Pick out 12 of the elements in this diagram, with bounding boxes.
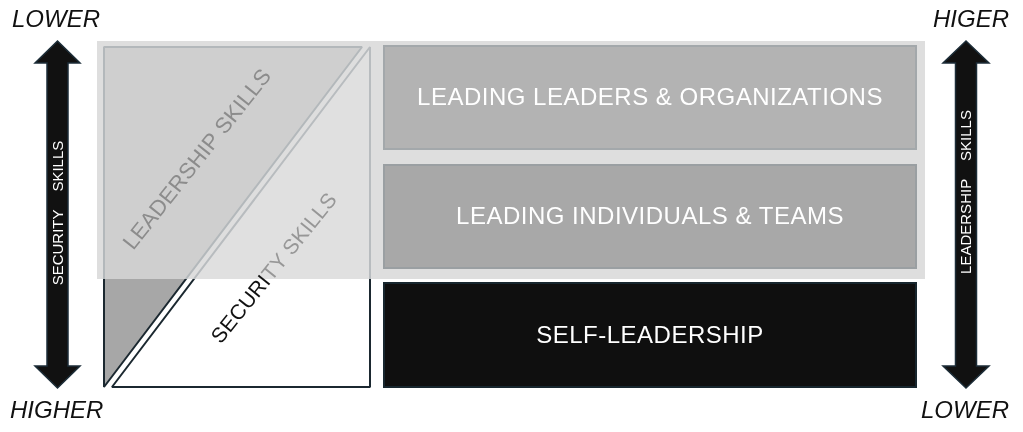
axis-label: LEADERSHIP SKILLS [957,110,975,274]
scale-label: LOWER [921,398,1009,422]
level-label: SELF-LEADERSHIP [536,320,764,350]
scale-label: HIGHER [10,398,104,422]
level-box [383,282,917,388]
scale-label: LOWER [12,7,100,31]
level-box [383,164,917,269]
level-label: LEADING LEADERS & ORGANIZATIONS [417,83,883,112]
scale-label: HIGER [933,7,1009,31]
level-label: LEADING INDIVIDUALS & TEAMS [456,202,844,231]
level-box [383,45,917,150]
axis-label: SECURITY SKILLS [49,140,67,286]
